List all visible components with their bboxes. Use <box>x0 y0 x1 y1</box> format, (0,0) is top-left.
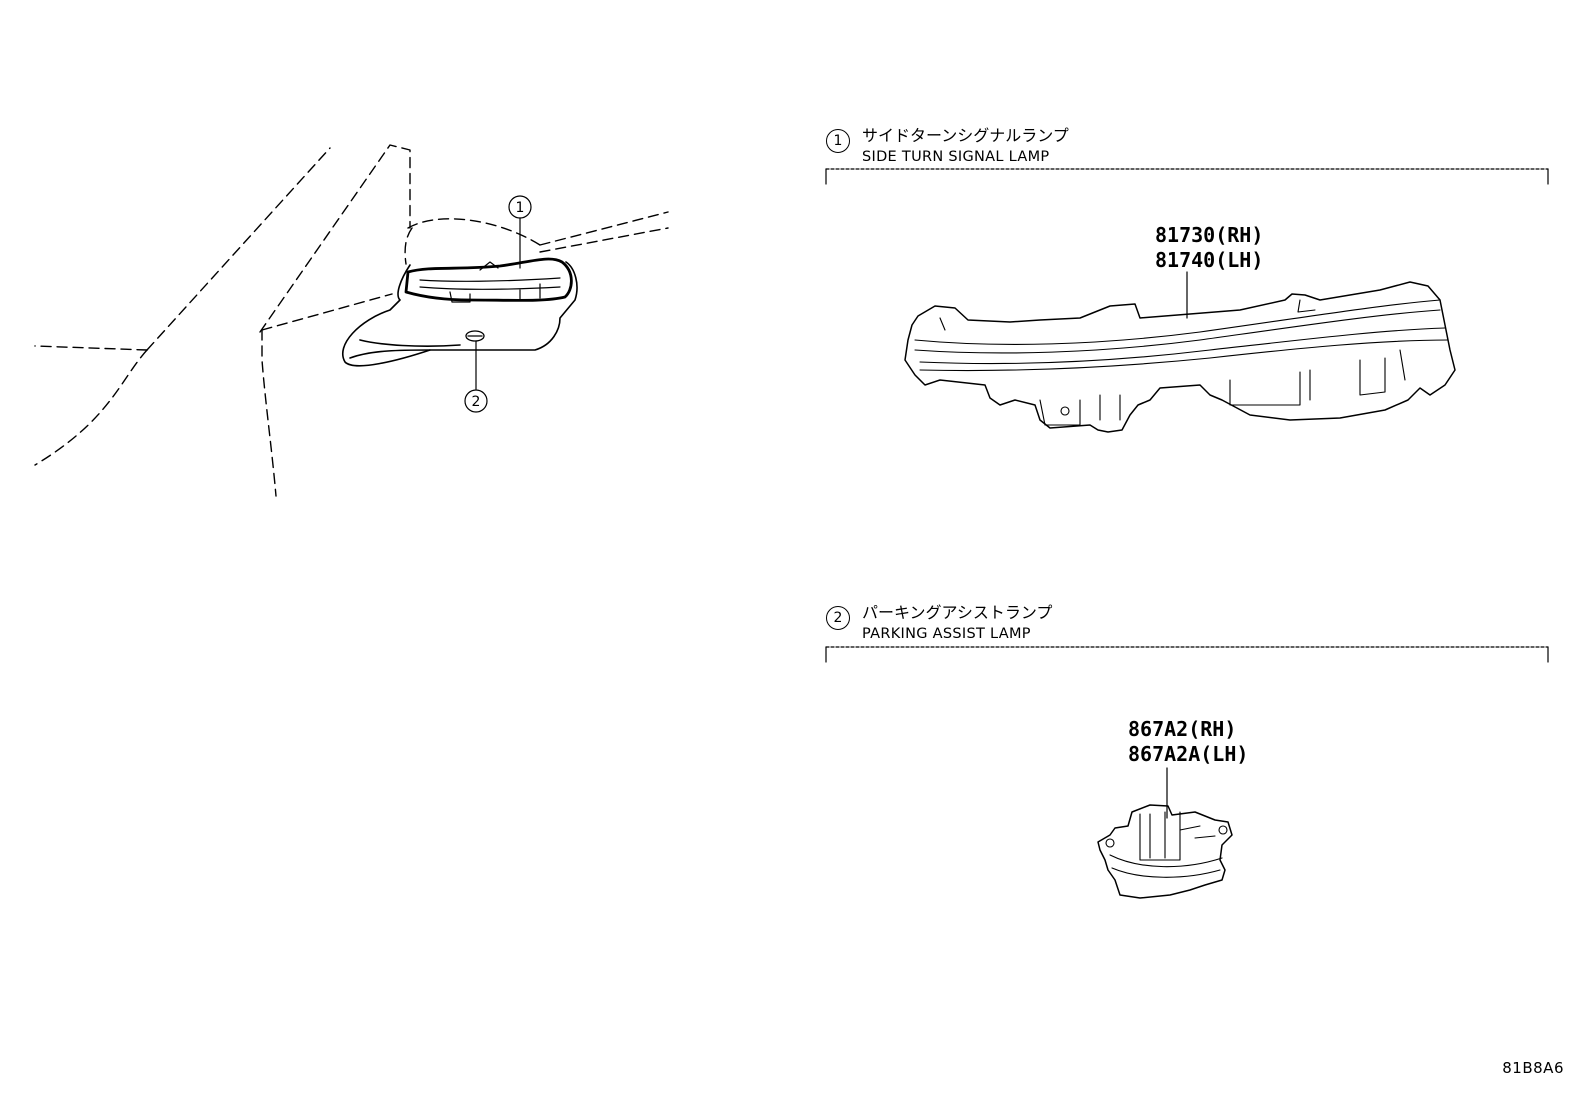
part-number-81740-lh[interactable]: 81740(LH) <box>1155 248 1264 272</box>
section-1-title-jp: サイドターンシグナルランプ <box>862 126 1069 145</box>
section-2-title-en: PARKING ASSIST LAMP <box>862 626 1031 642</box>
parking-assist-lamp-illustration <box>1097 767 1233 899</box>
callout-1-circle <box>508 195 532 219</box>
part-number-867a2-rh[interactable]: 867A2(RH) <box>1128 717 1237 741</box>
callout-2-circle <box>464 389 488 413</box>
section-1-index: 1 <box>826 129 850 153</box>
callout-2-number: 2 <box>472 394 481 410</box>
section-1-title-en: SIDE TURN SIGNAL LAMP <box>862 149 1050 165</box>
section-2-index: 2 <box>826 606 850 630</box>
vehicle-overview-illustration: 1 2 <box>34 144 669 497</box>
part-number-group-2: 867A2(RH) 867A2A(LH) <box>1128 717 1248 767</box>
part-number-81730-rh[interactable]: 81730(RH) <box>1155 223 1264 247</box>
section-2-title-jp: パーキングアシストランプ <box>862 603 1053 622</box>
part-number-867a2a-lh[interactable]: 867A2A(LH) <box>1128 742 1249 766</box>
section-brackets <box>825 168 1549 663</box>
callout-1-number: 1 <box>516 200 525 216</box>
side-turn-signal-lamp-illustration <box>904 271 1456 433</box>
part-number-group-1: 81730(RH) 81740(LH) <box>1155 223 1263 273</box>
catalog-code: 81B8A6 <box>1502 1059 1564 1077</box>
